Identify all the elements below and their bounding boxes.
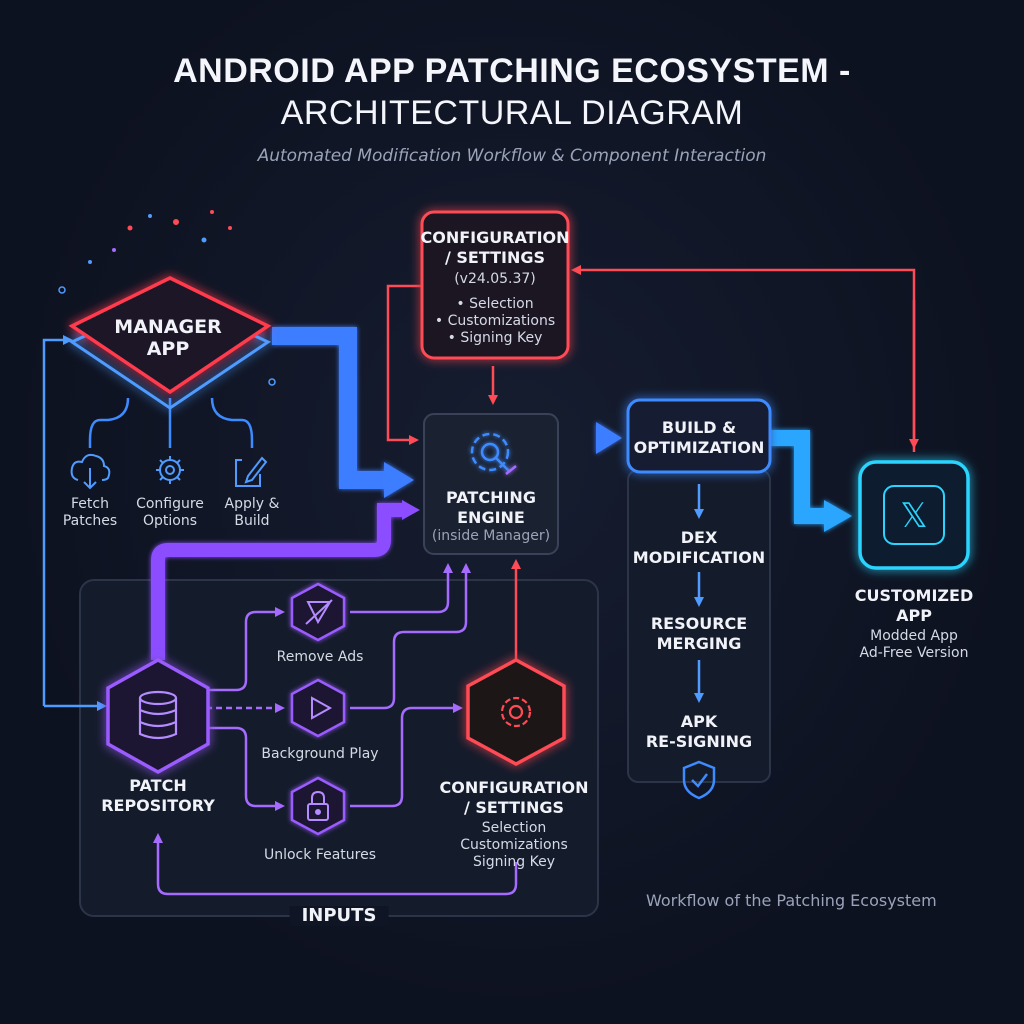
x-logo-icon: [883, 485, 945, 545]
config-bottom-node[interactable]: [466, 658, 566, 766]
patching-engine-label: PATCHING ENGINE (inside Manager): [431, 488, 551, 544]
customized-app-label: CUSTOMIZED APP Modded App Ad-Free Versio…: [854, 586, 974, 661]
shield-check-icon: [682, 760, 716, 800]
patch-repository-node[interactable]: [106, 657, 210, 775]
flow-repository-arrowhead: [402, 500, 420, 520]
link-unlock-features-to-config: [350, 703, 463, 808]
config-bottom-item-signing-key: Signing Key: [472, 854, 556, 870]
x-logo-glyph: 𝕏: [900, 498, 927, 535]
config-top-node[interactable]: [420, 210, 570, 360]
config-top-item-selection: • Selection: [456, 296, 534, 312]
loop-config-to-repository: [153, 833, 518, 896]
flow-manager-to-engine: [272, 327, 388, 489]
page-title-line2: ARCHITECTURAL DIAGRAM: [280, 94, 744, 132]
patch-background-play-label: Background Play: [261, 746, 379, 762]
database-icon: [138, 690, 178, 740]
config-top-item-signing-key: • Signing Key: [447, 330, 543, 346]
page-subtitle: Automated Modification Workflow & Compon…: [257, 146, 767, 166]
action-apply-build[interactable]: Apply &Build: [224, 496, 280, 529]
gear-icon[interactable]: [156, 456, 184, 484]
build-optimization-node[interactable]: [626, 398, 772, 474]
link-background-play-to-engine: [350, 563, 471, 710]
cloud-download-icon[interactable]: [70, 453, 111, 490]
patch-remove-ads-label: Remove Ads: [276, 649, 364, 665]
patch-unlock-features-node[interactable]: [290, 776, 346, 836]
particle-dots: [58, 210, 276, 386]
link-remove-ads-to-engine: [350, 563, 453, 614]
config-top-label: CONFIGURATION / SETTINGS (v24.05.37) • S…: [420, 228, 570, 346]
loop-repository-to-manager: [42, 335, 73, 706]
gear-search-icon: [470, 432, 517, 475]
flow-build-arrowhead: [824, 500, 852, 532]
config-top-item-customizations: • Customizations: [434, 313, 556, 329]
edit-icon[interactable]: [235, 456, 268, 487]
patch-background-play-node[interactable]: [290, 678, 346, 738]
play-icon: [311, 696, 333, 720]
inputs-label: INPUTS: [289, 906, 389, 926]
config-gear-icon: [500, 696, 532, 728]
config-bottom-item-customizations: Customizations: [460, 837, 568, 853]
link-repo-to-unlock-features: [206, 726, 285, 811]
manager-app-node[interactable]: [68, 276, 272, 410]
flow-repository-to-engine: [151, 503, 404, 660]
patch-unlock-features-label: Unlock Features: [263, 847, 377, 863]
diagram-caption: Workflow of the Patching Ecosystem: [646, 891, 937, 910]
no-ads-icon: [305, 599, 333, 625]
lock-icon: [307, 790, 329, 821]
flow-build-to-output: [770, 430, 826, 524]
config-bottom-item-selection: Selection: [481, 820, 547, 836]
flow-engine-arrowhead: [596, 422, 622, 454]
flow-manager-arrowhead: [384, 462, 414, 498]
branch-manager-actions: [88, 397, 254, 448]
config-bottom-label: CONFIGURATION / SETTINGS Selection Custo…: [439, 778, 589, 870]
link-config-left-loop: [386, 284, 422, 445]
page-title-line1: ANDROID APP PATCHING ECOSYSTEM -: [173, 52, 851, 90]
link-repo-to-remove-ads: [206, 607, 285, 692]
build-optimization-label: BUILD &OPTIMIZATION: [633, 418, 765, 457]
patching-engine-node[interactable]: [423, 413, 559, 555]
